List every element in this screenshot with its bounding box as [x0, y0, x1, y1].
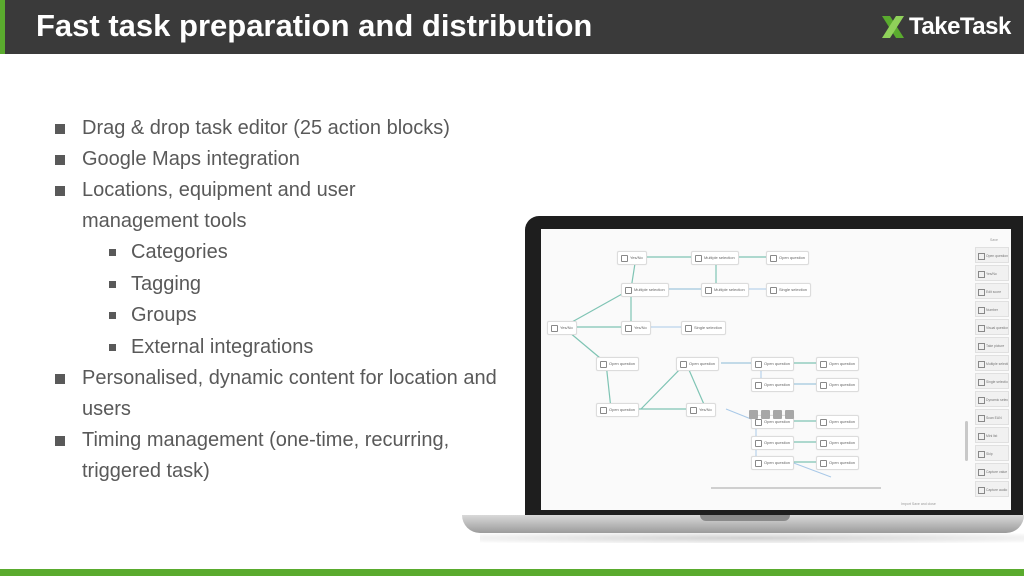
- flow-node[interactable]: Open question: [596, 403, 640, 417]
- flow-node[interactable]: Yes/No: [547, 321, 577, 335]
- flow-node[interactable]: Single selection: [766, 283, 812, 297]
- horizontal-scrollbar[interactable]: [711, 487, 881, 489]
- laptop-shadow: [480, 533, 1024, 543]
- toolbox-item[interactable]: Yes/No: [975, 265, 1009, 281]
- bullet-item: Timing management (one-time, recurring, …: [52, 425, 512, 487]
- flow-node[interactable]: Open question: [816, 456, 860, 470]
- header-accent-stripe: [0, 0, 5, 54]
- bullet-list: Drag & drop task editor (25 action block…: [52, 113, 512, 487]
- editor-top-label: Save: [990, 238, 998, 242]
- toolbox-item[interactable]: Capture audio: [975, 481, 1009, 497]
- flow-node[interactable]: Open question: [816, 436, 860, 450]
- task-editor-screenshot: Save: [541, 229, 1011, 510]
- sub-bullet-item: Tagging: [52, 269, 512, 301]
- flow-node[interactable]: Open question: [816, 357, 860, 371]
- zoom-control-icon[interactable]: [761, 410, 770, 419]
- laptop-base: [462, 515, 1024, 533]
- flow-node[interactable]: Open question: [596, 357, 640, 371]
- toolbox-item[interactable]: Mini list: [975, 427, 1009, 443]
- toolbox-item[interactable]: Edit score: [975, 283, 1009, 299]
- flow-node[interactable]: Open question: [751, 436, 795, 450]
- laptop-screen: Save: [525, 216, 1023, 517]
- footer-accent-bar: [0, 569, 1024, 576]
- laptop-notch: [700, 515, 790, 521]
- flow-node[interactable]: Open question: [751, 378, 795, 392]
- bullet-item: Drag & drop task editor (25 action block…: [52, 113, 512, 144]
- taketask-logo: TakeTask: [880, 10, 1011, 44]
- bullet-item: Locations, equipment and user management…: [52, 175, 412, 237]
- zoom-control-icon[interactable]: [785, 410, 794, 419]
- flow-node[interactable]: Yes/No: [617, 251, 647, 265]
- toolbox-item[interactable]: Open question: [975, 247, 1009, 263]
- flow-node[interactable]: Yes/No: [621, 321, 651, 335]
- zoom-control-icon[interactable]: [773, 410, 782, 419]
- flow-node[interactable]: Multiple selection: [691, 251, 739, 265]
- flow-node[interactable]: Multiple selection: [621, 283, 669, 297]
- toolbox-item[interactable]: Single selection: [975, 373, 1009, 389]
- flow-node[interactable]: Open question: [751, 456, 795, 470]
- toolbox-item[interactable]: Visual question: [975, 319, 1009, 335]
- toolbox-item[interactable]: Dynamic select: [975, 391, 1009, 407]
- sub-bullet-item: External integrations: [52, 332, 512, 364]
- toolbox-item[interactable]: Multiple selection: [975, 355, 1009, 371]
- flow-node[interactable]: Open question: [816, 415, 860, 429]
- flow-node[interactable]: Open question: [751, 357, 795, 371]
- toolbox-item[interactable]: Number: [975, 301, 1009, 317]
- bullet-item: Google Maps integration: [52, 144, 512, 175]
- flow-connectors: [562, 256, 832, 478]
- toolbox-item[interactable]: Skip: [975, 445, 1009, 461]
- flow-node[interactable]: Open question: [676, 357, 720, 371]
- editor-bottom-links[interactable]: Import Save and close: [901, 502, 936, 506]
- sub-bullet-item: Groups: [52, 300, 512, 332]
- slide-title: Fast task preparation and distribution: [36, 8, 593, 43]
- header-bar: Fast task preparation and distribution T…: [0, 0, 1024, 54]
- toolbox-item[interactable]: Scan EAN: [975, 409, 1009, 425]
- flow-node[interactable]: Open question: [816, 378, 860, 392]
- toolbox-item[interactable]: Capture value: [975, 463, 1009, 479]
- flow-node[interactable]: Open question: [766, 251, 810, 265]
- toolbox-item[interactable]: Take picture: [975, 337, 1009, 353]
- vertical-scrollbar[interactable]: [965, 421, 968, 461]
- logo-text: TakeTask: [909, 13, 1011, 40]
- taketask-logo-icon: [882, 16, 904, 38]
- sub-bullet-item: Categories: [52, 237, 512, 269]
- flow-node[interactable]: Multiple selection: [701, 283, 749, 297]
- bullet-item: Personalised, dynamic content for locati…: [52, 363, 512, 425]
- flow-node[interactable]: Single selection: [681, 321, 727, 335]
- flow-node[interactable]: Yes/No: [686, 403, 716, 417]
- zoom-control-icon[interactable]: [749, 410, 758, 419]
